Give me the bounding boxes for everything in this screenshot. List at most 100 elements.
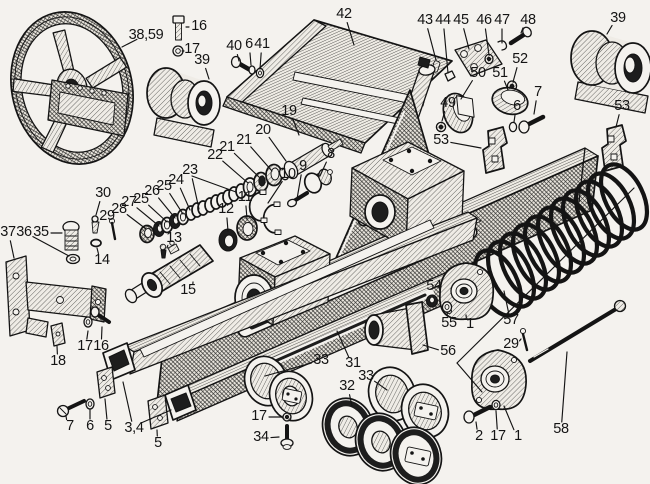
grease-fitting-13 (159, 243, 167, 259)
nut-17-mid (282, 412, 292, 422)
bolt-7-bl (56, 399, 86, 418)
leader-line (9, 240, 15, 259)
bolt-16-bl (90, 306, 111, 324)
bracket-37 (5, 255, 107, 338)
leader-line (32, 236, 70, 257)
leader-line (268, 136, 287, 162)
bolt-7-top-right (518, 114, 546, 134)
disc-spring-stack-23-24 (185, 183, 247, 221)
leader-line (226, 217, 229, 232)
leader-line (205, 67, 210, 80)
washer-6-top-left (248, 65, 256, 75)
washer-55 (441, 301, 453, 313)
roller-32-stack (321, 397, 443, 484)
bushing-51 (491, 86, 529, 116)
leader-line (245, 205, 248, 220)
leader-line (422, 344, 439, 351)
nut-46 (484, 53, 494, 65)
leader-line (264, 362, 312, 377)
leader-line (520, 27, 524, 34)
leader-line (96, 247, 99, 255)
washer-36 (65, 253, 81, 265)
leader-line (456, 187, 635, 364)
washer-17-right (491, 399, 501, 411)
leader-line (346, 22, 355, 46)
idler-wheel-38-59 (10, 11, 134, 165)
leader-line (233, 152, 261, 179)
leader-line (513, 114, 516, 123)
leader-line (166, 244, 169, 249)
clamp-10 (248, 189, 282, 235)
roller-33-left (243, 355, 314, 422)
leader-line (503, 405, 515, 431)
plate-18 (50, 322, 66, 347)
leader-line (484, 28, 490, 56)
ring-11 (236, 215, 258, 241)
roller-33-right (367, 366, 450, 439)
cylinder-19 (283, 138, 344, 180)
clip-47 (497, 40, 508, 51)
leader-line (456, 362, 483, 393)
leader-line (441, 110, 446, 122)
leader-line (427, 28, 437, 61)
leader-line (518, 338, 522, 342)
hub-roller-39-left (146, 67, 221, 148)
leader-line (126, 214, 147, 230)
fitting-30 (91, 215, 100, 234)
leader-line (267, 180, 283, 204)
leader-line (533, 100, 537, 115)
leader-line (104, 398, 108, 420)
ring-14 (90, 238, 102, 248)
leader-line (296, 174, 302, 200)
leader-line (158, 197, 176, 219)
leader-line (292, 118, 300, 136)
nut-28 (139, 224, 155, 244)
bolt-9 (286, 191, 309, 208)
leader-line (475, 421, 478, 430)
leader-line (179, 187, 191, 211)
leader-line (606, 24, 613, 35)
leader-line (249, 52, 252, 66)
leader-line (561, 351, 568, 423)
leader-line (222, 160, 249, 184)
leader-line (191, 175, 237, 193)
leader-line (191, 178, 200, 210)
leader-line (169, 192, 184, 215)
tube-3 (102, 211, 478, 381)
leader-line (250, 146, 273, 172)
leader-line (615, 114, 620, 128)
leader-line (122, 381, 133, 422)
leader-line (121, 38, 138, 48)
leader-line (319, 161, 327, 177)
leader-line (512, 67, 518, 83)
cover-42 (222, 19, 453, 154)
leader-line (148, 204, 168, 223)
bolt-16-top (172, 15, 185, 41)
plate-5a (96, 366, 116, 399)
bolt-48 (508, 26, 532, 46)
leader-line (236, 53, 240, 62)
plug-35 (62, 220, 80, 251)
leader-line (95, 201, 101, 216)
leader-line (86, 330, 89, 340)
leader-line (259, 52, 262, 70)
leader-line (495, 410, 498, 430)
flange-plate-1a (439, 262, 495, 321)
rod-58 (528, 299, 627, 363)
spring-57 (472, 162, 650, 318)
leader-line (140, 409, 172, 424)
wedge-53-center (482, 126, 508, 174)
leader-line (100, 326, 103, 340)
nut-49 (435, 121, 447, 133)
pin-29-right (519, 327, 529, 352)
leader-line (503, 290, 510, 314)
hub-roller-39-right (570, 30, 650, 114)
leader-line (463, 28, 470, 50)
washer-6-bl (85, 398, 95, 410)
leader-line (503, 80, 509, 91)
leader-line (443, 28, 449, 74)
leader-line (136, 207, 160, 227)
